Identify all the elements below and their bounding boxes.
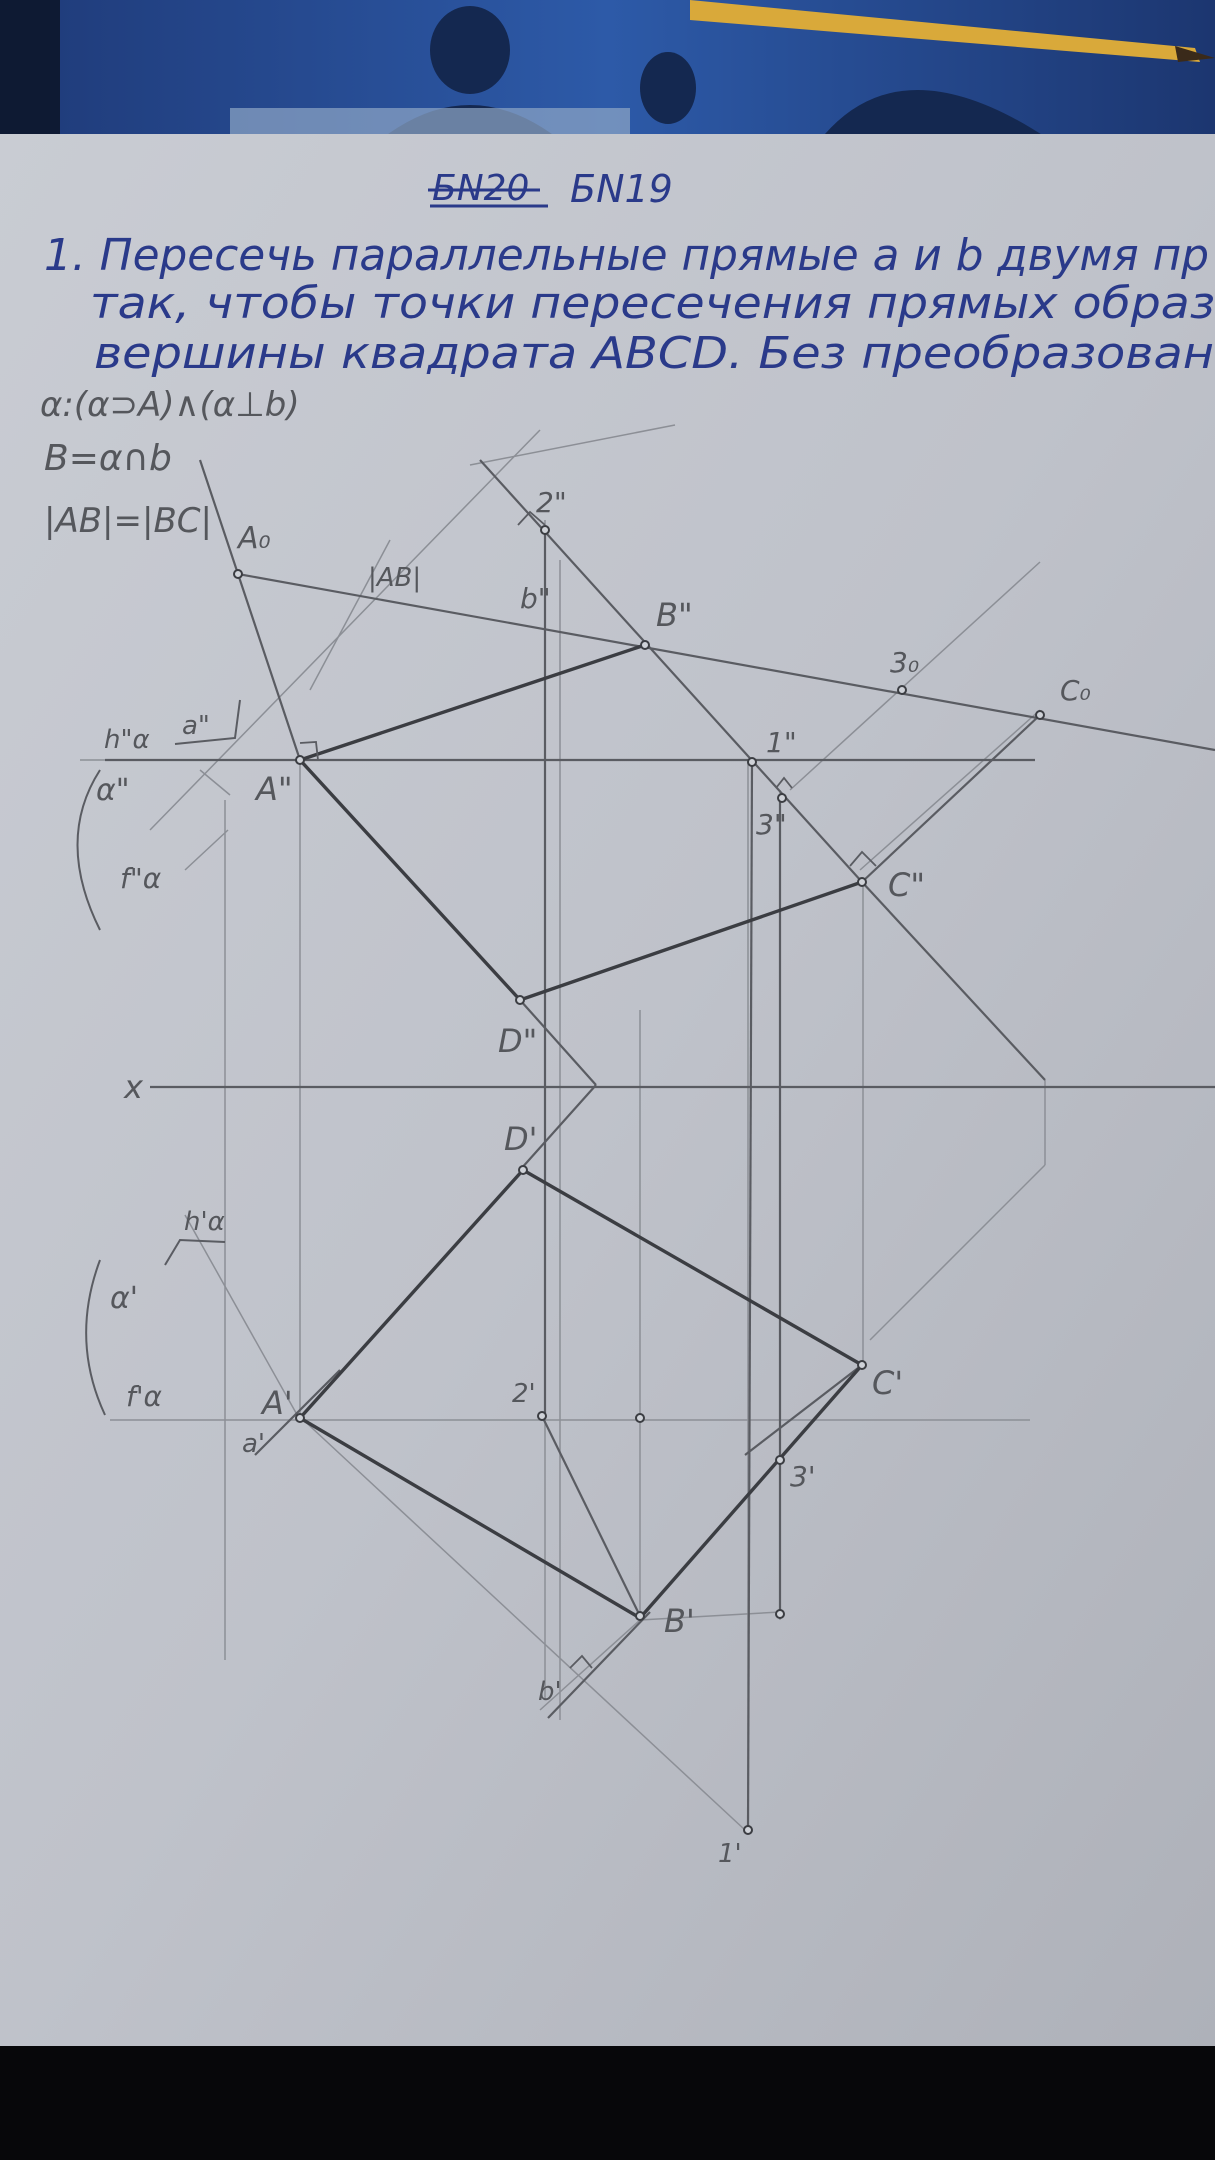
- label-x-axis: x: [123, 1068, 144, 1106]
- background-left-dark: [0, 0, 60, 140]
- ad-horizontal: [298, 1168, 525, 1420]
- a-label-tick: [174, 699, 241, 745]
- h-label-tick: [164, 1238, 226, 1266]
- c-to-x-line: [861, 881, 1046, 1081]
- header-title: БN19: [570, 167, 673, 211]
- cb-horizontal: [638, 1363, 864, 1620]
- label-b-line-horizontal: b': [538, 1677, 562, 1707]
- background-bottom: [0, 2046, 1215, 2160]
- a0-to-a-line: [198, 459, 302, 761]
- label-1-frontal: 1": [766, 726, 797, 759]
- two-to-b-line: [541, 1415, 641, 1617]
- label-3-zero: 3₀: [890, 646, 919, 679]
- task-line-3: вершины квадрата ABCD. Без преобразован: [94, 328, 1214, 379]
- label-alpha-frontal: α": [96, 773, 130, 808]
- c0-to-c-line: [861, 714, 1041, 883]
- label-ab-length: |AB|: [368, 563, 421, 593]
- label-b-horizontal: B': [664, 1602, 695, 1640]
- label-2-horizontal: 2': [512, 1379, 536, 1409]
- task-text: 1. Пересечь параллельные прямые a и b дв…: [44, 230, 1215, 379]
- paper-sheet: [0, 134, 1215, 2046]
- ruler: [230, 108, 630, 134]
- label-f-frontal: f"α: [120, 862, 162, 895]
- dc-frontal: [519, 880, 863, 1002]
- one-vertical: [746, 761, 754, 1831]
- label-h-frontal: h"α: [104, 725, 150, 755]
- label-d-frontal: D": [498, 1022, 537, 1060]
- points: [233, 525, 1045, 1835]
- label-3-horizontal: 3': [790, 1460, 816, 1493]
- label-c-frontal: C": [888, 866, 925, 904]
- label-a0: A₀: [236, 521, 271, 556]
- pencil: [690, 0, 1200, 62]
- a-horizontal-line: [254, 1369, 341, 1456]
- label-h-horizontal: h'α: [184, 1207, 225, 1237]
- label-a-frontal-line: a": [182, 711, 210, 741]
- label-1-horizontal: 1': [718, 1839, 742, 1869]
- d-to-x-line: [519, 999, 597, 1086]
- notes: α:(α⊃A)∧(α⊥b) B=α∩b |AB|=|BC|: [40, 385, 300, 541]
- poster-figure-2-body: [820, 90, 1050, 140]
- header-group: БN20 БN19: [428, 167, 673, 211]
- dc-horizontal: [522, 1168, 863, 1367]
- plane-arcs: [76, 699, 241, 1416]
- label-c-zero: C₀: [1060, 674, 1091, 707]
- label-c-horizontal: C': [872, 1364, 903, 1402]
- label-a-line-horizontal: a': [242, 1429, 265, 1459]
- ad-frontal: [298, 758, 522, 1002]
- label-b-frontal-line: b": [520, 582, 551, 615]
- label-b-frontal: B": [656, 596, 693, 634]
- true-length-line: [237, 572, 1215, 752]
- note-point-b: B=α∩b: [44, 438, 172, 479]
- label-3-frontal: 3": [756, 808, 787, 841]
- arc-horizontal: [85, 1259, 106, 1416]
- construction-lines: [80, 424, 1046, 1831]
- note-plane-def: α:(α⊃A)∧(α⊥b): [40, 385, 300, 425]
- right-angle-marks: [299, 510, 877, 1669]
- arc-frontal: [76, 769, 101, 931]
- label-a-horizontal: A': [260, 1384, 293, 1422]
- label-2-frontal: 2": [536, 486, 567, 519]
- pencil-tip: [1175, 46, 1215, 62]
- labels: A₀ |AB| 2" b" B" 3₀ C₀ h"α a" α" A" 1" 3…: [96, 486, 1091, 1869]
- ab-frontal: [299, 643, 646, 762]
- label-a-frontal: A": [254, 770, 293, 808]
- label-d-horizontal: D': [504, 1120, 537, 1158]
- note-equal-length: |AB|=|BC|: [44, 501, 212, 541]
- task-line-2: так, чтобы точки пересечения прямых обра…: [90, 278, 1215, 329]
- x-to-down-line: [519, 1084, 597, 1171]
- poster-figure: [430, 6, 510, 94]
- task-line-1: 1. Пересечь параллельные прямые a и b дв…: [44, 230, 1209, 281]
- label-f-horizontal: f'α: [126, 1380, 163, 1413]
- b-horizontal-line: [547, 1611, 651, 1719]
- label-alpha-horizontal: α': [110, 1281, 138, 1316]
- heavy-lines: [298, 643, 864, 1620]
- ab-horizontal: [299, 1416, 641, 1620]
- poster-figure-2: [640, 52, 696, 124]
- c-down-line: [744, 1364, 863, 1456]
